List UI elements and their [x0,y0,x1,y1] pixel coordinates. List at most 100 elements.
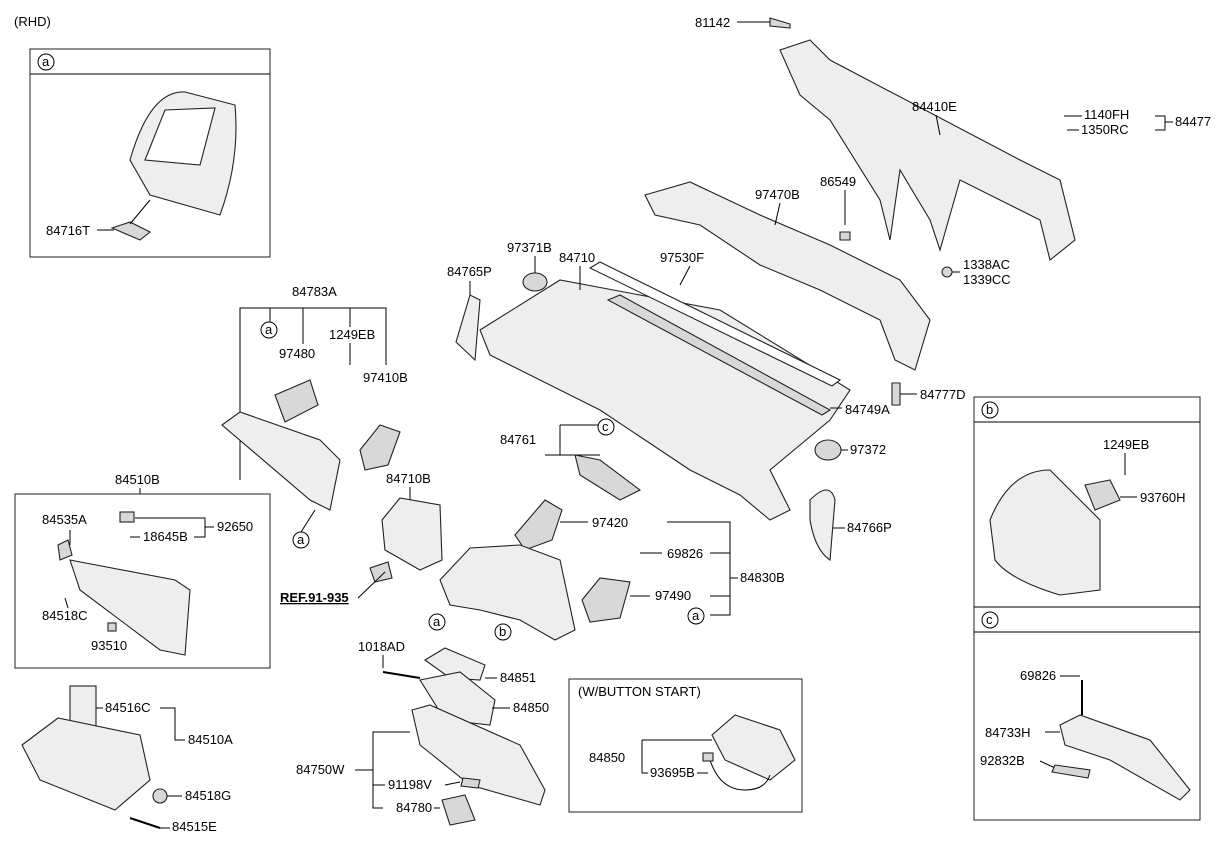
damper-84518G-shape [152,788,168,804]
bracket-84535A-shape [57,539,73,561]
clip-84716T-shape [110,221,152,241]
inset-c: c 69826 84733H 92832B [980,611,1191,801]
glovebox-lid-group: 84516C 84510A 84518G 84515E [21,685,233,834]
glovebox-lid-shape [21,717,151,811]
label-84510A: 84510A [188,732,233,747]
vent-97490-shape [581,577,631,623]
label-84783A: 84783A [292,284,337,299]
label-81142: 81142 [695,15,730,30]
inset-b-label-1249EB: 1249EB [1103,437,1149,452]
label-84477: 84477 [1175,114,1211,129]
callout-c-text: c [602,419,609,434]
inset-c-label-92832B: 92832B [980,753,1025,768]
bs-label-84850: 84850 [589,750,625,765]
shroud-button-start-shape [711,714,796,781]
cluster-fascia-group: 97420 84830B 69826 97490 a a b [428,499,785,641]
label-84510B: 84510B [115,472,160,487]
label-97490: 97490 [655,588,691,603]
inset-a-letter: a [42,54,50,69]
inset-c-letter: c [986,612,993,627]
label-91198V: 91198V [388,777,432,792]
label-93510: 93510 [91,638,127,653]
callout-a-text-4: a [433,614,441,629]
label-97470B: 97470B [755,187,800,202]
panel-84710B-group: 84710B REF.91-935 [280,471,443,605]
label-97372: 97372 [850,442,886,457]
callout-a-text-2: a [297,532,305,547]
cluster-fascia-84830B-shape [439,544,576,641]
label-84850: 84850 [513,700,549,715]
panel-b-shape [989,469,1101,596]
label-84515E: 84515E [172,819,217,834]
inset-b: b 1249EB 93760H [973,396,1201,821]
callout-a-circle [37,53,55,71]
label-69826: 69826 [667,546,703,561]
crash-pad-group: 97530F 97371B 84710 84765P 84749A 84761 … [447,240,892,561]
label-84780: 84780 [396,800,432,815]
label-84749A: 84749A [845,402,890,417]
inset-glovebox: 84510B 84535A 18645B 92650 84518C 93510 [14,472,271,669]
label-84765P: 84765P [447,264,492,279]
lower-panel-group: 1018AD 84851 84850 84750W 91198V 84780 [296,639,549,826]
label-84518C: 84518C [42,608,88,623]
label-1339CC: 1339CC [963,272,1011,287]
label-97530F: 97530F [660,250,704,265]
panel-84750W-shape [411,704,546,806]
vent-group-84783A: 84783A a 97480 1249EB 97410B a [221,284,408,549]
label-86549: 86549 [820,174,856,189]
cover-84780-shape [441,794,476,826]
switch-93760H-shape [1084,479,1121,511]
defrost-97530F-shape [588,261,842,387]
callout-b-text: b [499,624,506,639]
inset-c-label-84733H: 84733H [985,725,1031,740]
label-84516C: 84516C [105,700,151,715]
speaker-grille-97372 [814,439,842,461]
cowl-bar-group: 81142 84410E 1140FH 1350RC 84477 86549 1… [695,15,1211,287]
label-84518G: 84518G [185,788,231,803]
label-84766P: 84766P [847,520,892,535]
label-84777D: 84777D [920,387,966,402]
bracket-84761-shape [574,454,642,501]
label-84410E: 84410E [912,99,957,114]
label-84535A: 84535A [42,512,87,527]
inset-c-label-69826: 69826 [1020,668,1056,683]
label-92650: 92650 [217,519,253,534]
console-panel-opening [144,107,216,166]
inset-a: a 84716T [29,48,271,258]
label-97371B: 97371B [507,240,552,255]
vent-97480-shape [274,379,319,423]
label-97480: 97480 [279,346,315,361]
glovebox-housing-shape [69,559,191,656]
inset-button-start: (W/BUTTON START) 84850 93695B [568,678,803,813]
label-1249EB: 1249EB [329,327,375,342]
bracket-84733H-shape [1059,714,1191,801]
inset-b-label-93760H: 93760H [1140,490,1186,505]
variant-label: (RHD) [14,14,51,29]
speaker-grille-97371B [522,272,548,292]
label-84761: 84761 [500,432,536,447]
clip-shape [119,511,135,523]
callout-a-text: a [265,322,273,337]
button-start-title: (W/BUTTON START) [578,684,701,699]
label-84716T: 84716T [46,223,90,238]
label-97420: 97420 [592,515,628,530]
label-1338AC: 1338AC [963,257,1010,272]
label-84851: 84851 [500,670,536,685]
garnish-84783A-shape [221,411,341,511]
label-1018AD: 1018AD [358,639,405,654]
vent-97420-shape [514,499,563,551]
label-84710: 84710 [559,250,595,265]
side-cover-84766P-shape [809,489,836,561]
duct-group: 97470B 84777D [644,181,966,406]
inset-b-letter: b [986,402,993,417]
bs-label-93695B: 93695B [650,765,695,780]
label-84830B: 84830B [740,570,785,585]
label-1140FH: 1140FH [1084,107,1129,122]
duct-97470B-shape [644,181,931,371]
ref-91-935[interactable]: REF.91-935 [280,590,349,605]
defrost-grille-shape [606,294,832,416]
callout-a-text-3: a [692,608,700,623]
label-84750W: 84750W [296,762,345,777]
label-97410B: 97410B [363,370,408,385]
